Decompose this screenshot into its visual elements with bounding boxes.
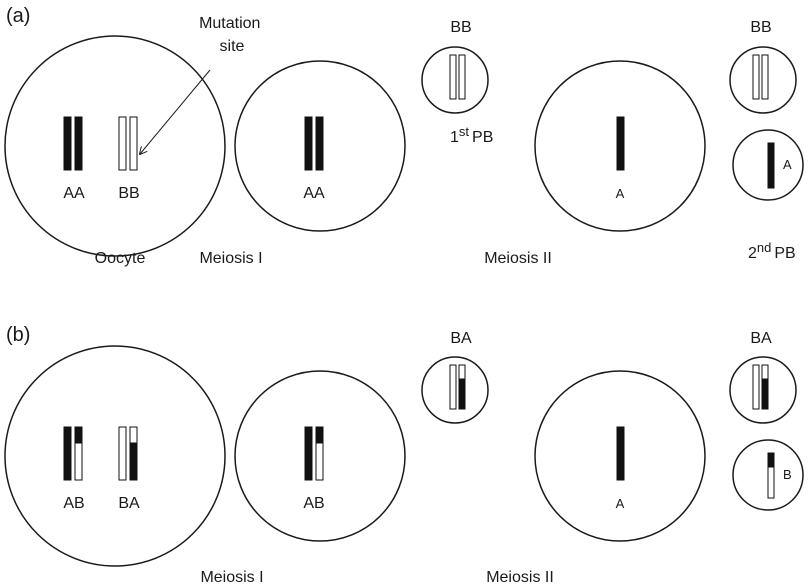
oocyte-cell-a: AA BB [4,35,226,257]
chromatid [752,54,760,100]
chromatid-segment [74,426,83,444]
oocyte-circle [4,35,226,257]
chromatid [449,364,457,410]
chromatid-segment [129,426,138,444]
pb-label: BB [750,19,771,36]
chromatid-segment [315,426,324,444]
meiosis-ii-cell-a: A [534,60,706,232]
chromatid-segment [458,364,466,380]
chromatid [752,364,760,410]
mutation-site-annotation: Mutation site [199,15,265,55]
chromatid [616,426,625,481]
oocyte-circle [4,345,226,567]
chromatid-segment [761,378,769,410]
chromatid [304,116,313,171]
chromatid [767,142,775,189]
pb-label: BA [750,330,772,347]
meiosis-i-caption: Meiosis I [199,250,262,267]
second-polar-body-b: B [732,439,804,511]
panel-b-label: (b) [6,324,30,346]
first-polar-body-m2-a: BB [729,19,797,114]
pb-label: BA [450,330,472,347]
panel-a-label: (a) [6,5,30,27]
chromatid-segment [767,466,775,499]
pair-label: AA [63,185,85,202]
meiosis-i-caption: Meiosis I [200,569,263,586]
chromatid [304,426,313,481]
pair-label: AA [303,185,325,202]
panel-b: (b) AB BA AB BA [4,324,804,586]
chromatid [315,116,324,171]
panel-a: (a) AA BB Oocyte Mutation site AA BB [4,5,804,267]
chromatid-label: B [783,467,792,482]
chromatid [761,54,769,100]
chromatid-label: A [616,496,625,511]
first-polar-body-m2-b: BA [729,330,797,424]
mutation-arrow [140,69,211,154]
oocyte-caption: Oocyte [95,250,146,267]
chromatid [63,116,72,171]
first-polar-body-b: BA [421,330,489,424]
chromatid [74,116,83,171]
chromatid [616,116,625,171]
meiosis-ii-caption: Meiosis II [484,250,552,267]
pair-label: BA [118,495,140,512]
meiosis-ii-cell-b: A [534,370,706,542]
pb-label: BB [450,19,471,36]
oocyte-cell-b: AB BA [4,345,226,567]
chromatid [118,426,127,481]
chromatid [458,54,466,100]
chromatid-segment [129,442,138,481]
chromatid [63,426,72,481]
pair-label: BB [118,185,139,202]
chromatid-segment [767,452,775,468]
chromatid-segment [458,378,466,410]
meiosis-i-cell-a: AA [234,60,406,232]
chromatid-label: A [616,186,625,201]
pair-label: AB [303,495,324,512]
chromatid [449,54,457,100]
meiosis-ii-caption: Meiosis II [486,569,554,586]
chromatid-segment [761,364,769,380]
chromatid-label: A [783,157,792,172]
chromatid [118,116,127,171]
pair-label: AB [63,495,84,512]
chromatid [129,116,138,171]
chromatid-segment [74,442,83,481]
meiosis-i-cell-b: AB [234,370,406,542]
chromatid-segment [315,442,324,481]
